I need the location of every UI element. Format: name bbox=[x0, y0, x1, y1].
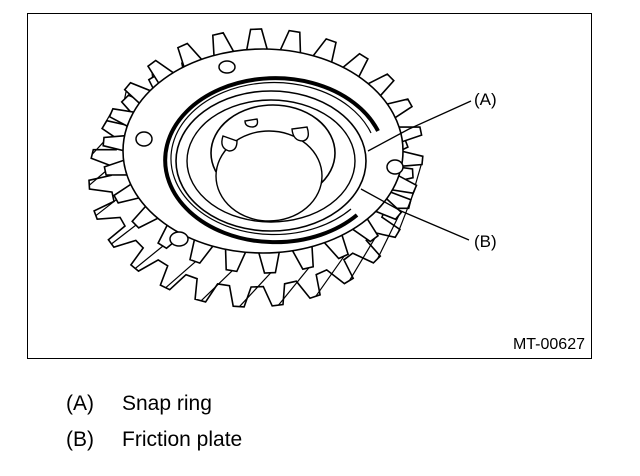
leader-line-b bbox=[360, 188, 470, 241]
figure-code: MT-00627 bbox=[512, 336, 585, 353]
legend-item-a: (A) Snap ring bbox=[66, 392, 212, 416]
snap-ring bbox=[163, 76, 380, 245]
gear-helix-line bbox=[315, 255, 345, 297]
callout-label-b: (B) bbox=[474, 232, 497, 251]
gear-helix-line bbox=[238, 272, 272, 308]
hub-lug bbox=[221, 135, 238, 152]
gear-helix-line bbox=[277, 267, 310, 306]
gear-helix-line bbox=[134, 245, 164, 269]
gear-helix-line bbox=[88, 171, 106, 186]
snap-ring-inner-edge bbox=[170, 81, 372, 236]
gear-helix-line bbox=[111, 224, 137, 245]
gear-helix-line bbox=[200, 270, 233, 302]
legend-text: Friction plate bbox=[122, 428, 243, 451]
legend-text: Snap ring bbox=[122, 392, 212, 415]
hub-lug bbox=[291, 126, 310, 142]
figure-frame: (A) (B) MT-00627 bbox=[27, 13, 592, 359]
leader-line-a bbox=[367, 100, 472, 152]
legend-key: (B) bbox=[66, 428, 94, 451]
gear-helix-line bbox=[376, 215, 400, 260]
gear-illustration: (A) (B) bbox=[88, 28, 497, 308]
gear-helix-line bbox=[165, 261, 196, 289]
gear-hole bbox=[169, 231, 189, 247]
gear-hole bbox=[218, 60, 236, 74]
gear-helix-line bbox=[348, 237, 376, 281]
callout-label-a: (A) bbox=[474, 90, 497, 109]
gear-helix-line bbox=[397, 188, 416, 234]
gear-hole bbox=[386, 159, 404, 175]
legend-key: (A) bbox=[66, 392, 94, 415]
legend-item-b: (B) Friction plate bbox=[66, 428, 242, 452]
gear-helix-line bbox=[91, 141, 104, 155]
gear-hole bbox=[135, 131, 153, 147]
gear-helix-line bbox=[95, 199, 117, 217]
hub-lug bbox=[244, 118, 259, 128]
hub-bore bbox=[215, 130, 323, 222]
